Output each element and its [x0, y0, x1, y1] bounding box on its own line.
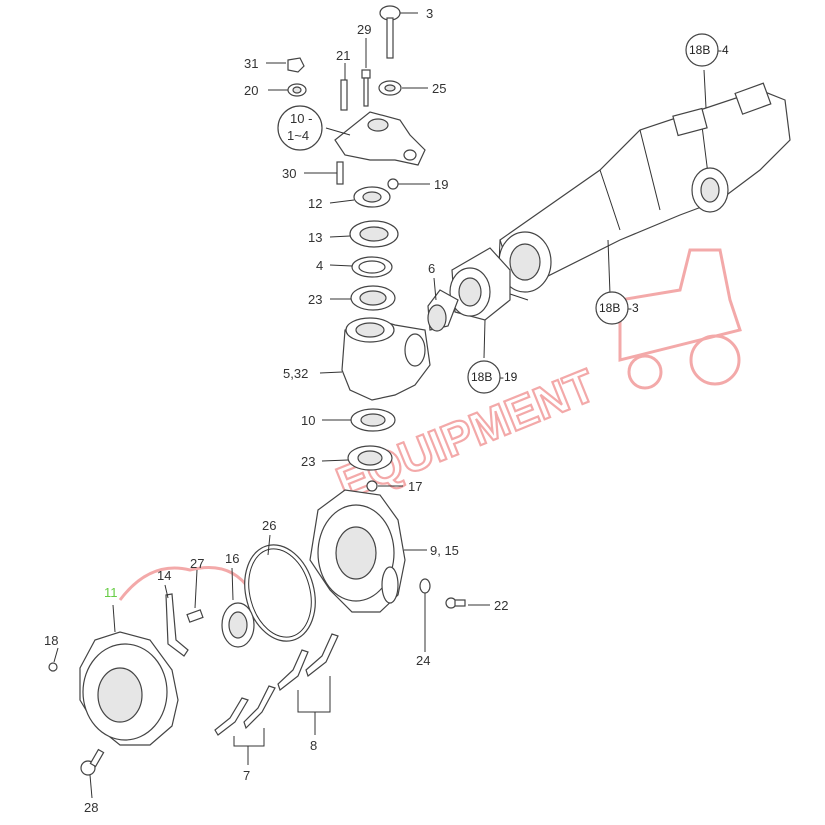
- label-21: 21: [336, 48, 350, 63]
- bearing-23-upper: [350, 285, 396, 311]
- nut-31: [287, 57, 305, 73]
- callout-18b-3-ref: 18B: [599, 301, 620, 315]
- label-18: 18: [44, 633, 58, 648]
- lock-plate-14: [165, 593, 189, 657]
- o-ring-24: [419, 578, 431, 594]
- label-6: 6: [428, 261, 435, 276]
- bearing-13: [349, 220, 399, 248]
- label-25: 25: [432, 81, 446, 96]
- label-24: 24: [416, 653, 430, 668]
- steering-arm: [334, 111, 426, 166]
- label-3: 3: [426, 6, 433, 21]
- callout-18b-19-suffix: -19: [500, 370, 518, 384]
- seal-12: [353, 186, 391, 208]
- bearing-23-lower: [347, 445, 393, 471]
- label-9-15: 9, 15: [430, 543, 459, 558]
- part-labels: 3 29 31 21 25 20 10 - 1~4 30 19 12 13 4 …: [44, 6, 508, 815]
- label-16: 16: [225, 551, 239, 566]
- label-29: 29: [357, 22, 371, 37]
- label-13: 13: [308, 230, 322, 245]
- label-10-range-b: 1~4: [287, 128, 309, 143]
- callout-18b-19: 18B -19: [467, 360, 518, 394]
- label-31: 31: [244, 56, 258, 71]
- plug-22: [445, 597, 466, 609]
- reference-callouts: 18B -4 18B -3 18B -19: [467, 33, 729, 394]
- seal-16: [221, 602, 255, 648]
- callout-18b-19-ref: 18B: [471, 370, 492, 384]
- callout-18b-4: 18B -4: [685, 33, 729, 67]
- label-10-range-a: 10 -: [290, 111, 312, 126]
- label-17: 17: [408, 479, 422, 494]
- label-22: 22: [494, 598, 508, 613]
- label-30: 30: [282, 166, 296, 181]
- pin-21: [340, 79, 348, 111]
- axle-bushing: [449, 247, 511, 321]
- label-23-lower: 23: [301, 454, 315, 469]
- pin-30: [336, 161, 344, 185]
- watermark-swoosh: [118, 566, 252, 601]
- label-23-upper: 23: [308, 292, 322, 307]
- label-19: 19: [434, 177, 448, 192]
- callout-18b-3: 18B -3: [595, 291, 639, 325]
- grease-fitting-19: [387, 178, 399, 190]
- steering-knuckle: [341, 317, 431, 401]
- bolt-28: [80, 748, 105, 776]
- shim-set-7: [214, 685, 276, 736]
- callout-18b-4-ref: 18B: [689, 43, 710, 57]
- callout-10-1-4: 10 - 1~4: [277, 105, 323, 151]
- label-5-32: 5,32: [283, 366, 308, 381]
- bolt-29: [361, 69, 371, 107]
- shim-4: [351, 256, 393, 278]
- label-26: 26: [262, 518, 276, 533]
- axle-housing: [497, 82, 791, 301]
- label-14: 14: [157, 568, 171, 583]
- label-7: 7: [243, 768, 250, 783]
- tractor-logo-icon: [618, 248, 742, 390]
- o-ring-26: [244, 544, 316, 642]
- pin-top: [379, 5, 401, 59]
- callout-18b-3-suffix: -3: [628, 301, 639, 315]
- final-drive-housing: [309, 489, 406, 613]
- label-8: 8: [310, 738, 317, 753]
- leader-lines: [53, 12, 707, 799]
- hub-cover: [79, 631, 179, 746]
- label-20: 20: [244, 83, 258, 98]
- washer-20: [287, 83, 307, 97]
- label-12: 12: [308, 196, 322, 211]
- grease-fitting-17: [366, 480, 378, 492]
- bolt-27: [186, 609, 204, 623]
- label-28: 28: [84, 800, 98, 815]
- label-4: 4: [316, 258, 323, 273]
- callout-18b-4-suffix: -4: [718, 43, 729, 57]
- bolt-18: [48, 662, 58, 672]
- shim-set-8: [277, 633, 339, 691]
- label-27: 27: [190, 556, 204, 571]
- label-11-highlighted: 11: [104, 585, 118, 600]
- seal-10: [350, 408, 396, 432]
- washer-25: [378, 80, 402, 96]
- label-10: 10: [301, 413, 315, 428]
